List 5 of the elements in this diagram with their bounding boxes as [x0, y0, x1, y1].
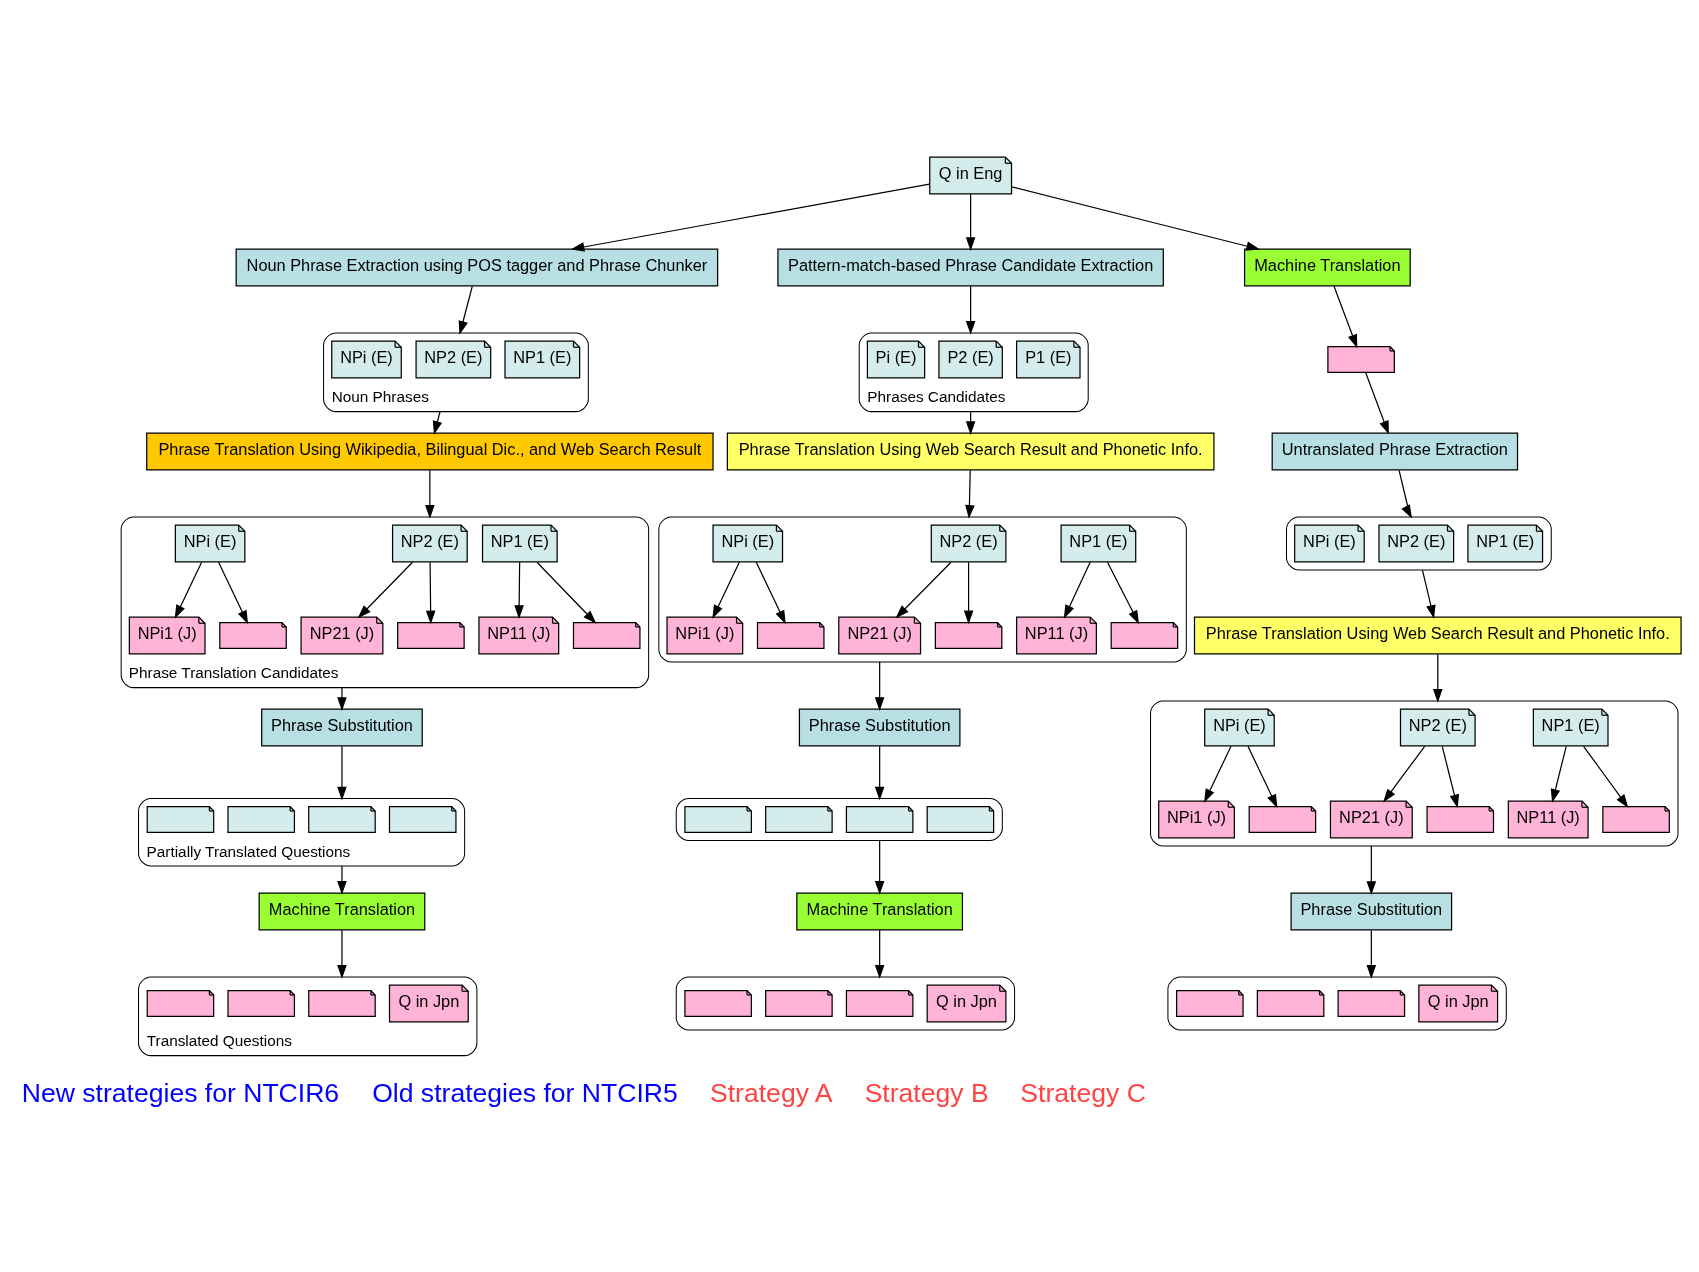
label: Strategy A: [710, 1078, 833, 1109]
label: New strategies for NTCIR6: [21, 1078, 340, 1109]
label: Old strategies for NTCIR5: [372, 1078, 678, 1109]
label: Strategy B: [864, 1078, 989, 1109]
label: Strategy C: [1020, 1078, 1146, 1109]
